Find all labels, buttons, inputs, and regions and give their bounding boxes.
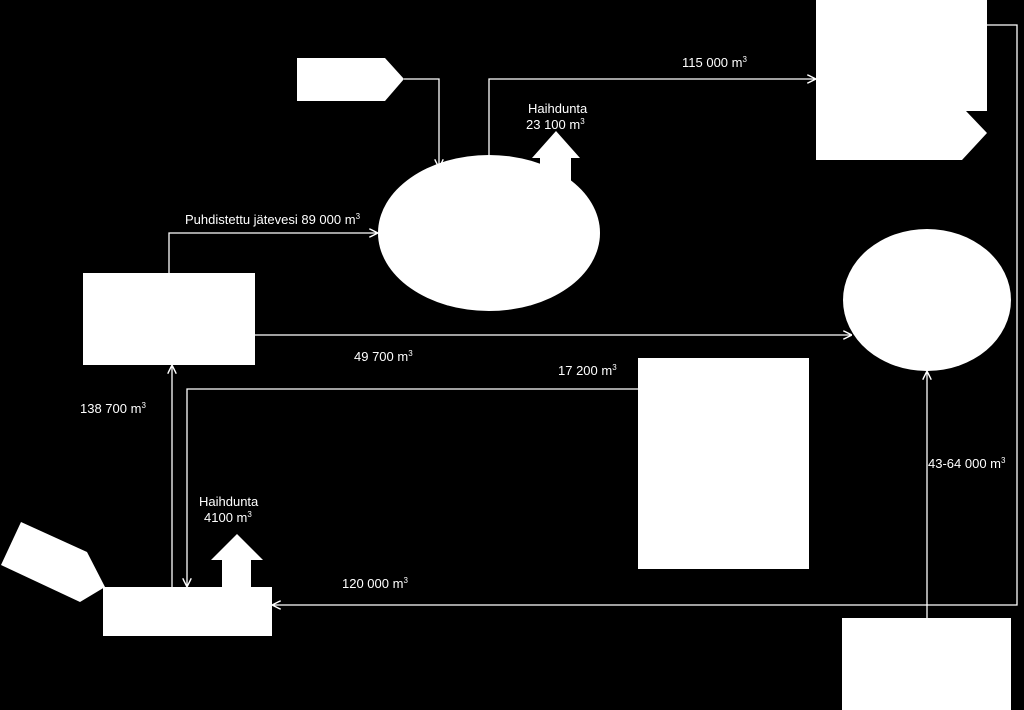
central-pond-ellipse [378, 155, 600, 311]
label-evaporation-pond: Haihdunta [528, 101, 588, 116]
label-120000: 120 000 m3 [342, 576, 408, 591]
inflow-pentagon-top [297, 58, 404, 101]
label-43-64000: 43-64 000 m3 [928, 456, 1006, 471]
inflow-pentagon-bottom-left [1, 522, 105, 602]
flow-top-right-to-basin [273, 24, 1018, 605]
evaporation-arrow-basin [211, 534, 263, 587]
flow-pond-to-top-right-box [488, 79, 815, 155]
label-17200: 17 200 m3 [558, 363, 617, 378]
top-right-box [816, 0, 987, 160]
label-evaporation-pond-amount: 23 100 m3 [526, 117, 585, 132]
evaporation-arrow-pond [532, 131, 580, 185]
label-115000: 115 000 m3 [682, 55, 747, 70]
flow-plant-to-pond [168, 233, 377, 273]
label-49700: 49 700 m3 [354, 349, 413, 364]
right-ellipse [843, 229, 1011, 371]
bottom-right-box [842, 618, 1011, 710]
label-evaporation-basin-amount: 4100 m3 [204, 510, 252, 525]
flow-middle-box-to-basin [187, 388, 638, 586]
bottom-basin-box [103, 587, 272, 636]
flow-inflow-to-pond [404, 78, 439, 167]
label-treated-wastewater: Puhdistettu jätevesi 89 000 m3 [185, 212, 361, 227]
label-138700: 138 700 m3 [80, 401, 146, 416]
treatment-plant-box [83, 273, 255, 365]
middle-right-box [638, 358, 809, 569]
label-evaporation-basin: Haihdunta [199, 494, 259, 509]
